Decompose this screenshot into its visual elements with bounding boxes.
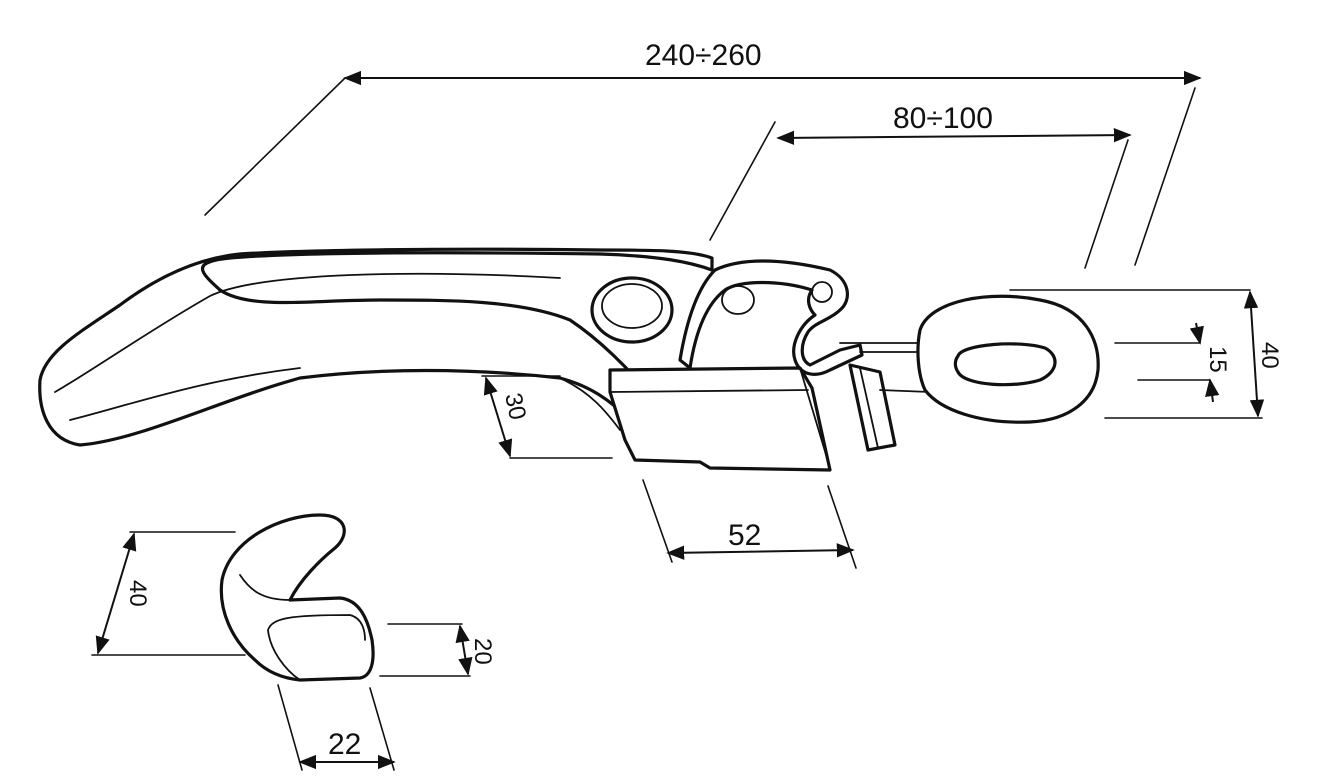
label-hook-width: 22	[328, 728, 361, 761]
label-body-height: 30	[499, 391, 531, 423]
dim-overall-length	[204, 70, 1202, 266]
eye-plate	[916, 294, 1100, 424]
dim-body-width	[642, 479, 857, 569]
dim-body-height	[481, 375, 613, 459]
label-body-width: 52	[728, 519, 761, 552]
dim-hook-thickness	[379, 623, 473, 677]
dim-eye-height	[1009, 289, 1265, 419]
dim-hook-width	[277, 684, 396, 771]
label-overall-length: 240÷260	[645, 39, 762, 72]
lever-handle	[38, 247, 714, 447]
label-hook-height: 40	[124, 580, 151, 607]
label-eye-slot: 15	[1204, 346, 1231, 373]
dim-hook-height	[91, 531, 246, 656]
latch-body	[608, 259, 931, 472]
label-offset-length: 80÷100	[893, 102, 993, 135]
label-hook-thickness: 20	[469, 638, 496, 665]
dim-offset-length	[709, 121, 1132, 269]
label-eye-height: 40	[1256, 342, 1283, 369]
dim-eye-slot	[1114, 322, 1220, 403]
pivot-rivet	[590, 276, 674, 344]
hook-keeper	[219, 513, 375, 682]
